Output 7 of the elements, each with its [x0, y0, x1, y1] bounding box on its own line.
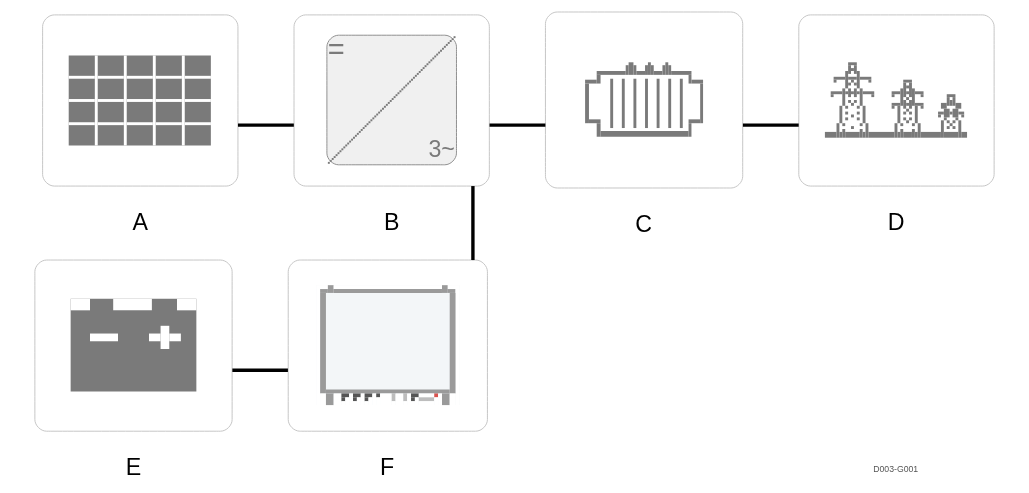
node-label: A	[132, 208, 148, 235]
node-label: D	[887, 208, 905, 235]
node-label: C	[635, 210, 653, 237]
node-label: B	[383, 208, 400, 235]
node-label: F	[380, 453, 395, 480]
label: D003-G001	[873, 464, 919, 474]
node-label: E	[125, 453, 142, 480]
